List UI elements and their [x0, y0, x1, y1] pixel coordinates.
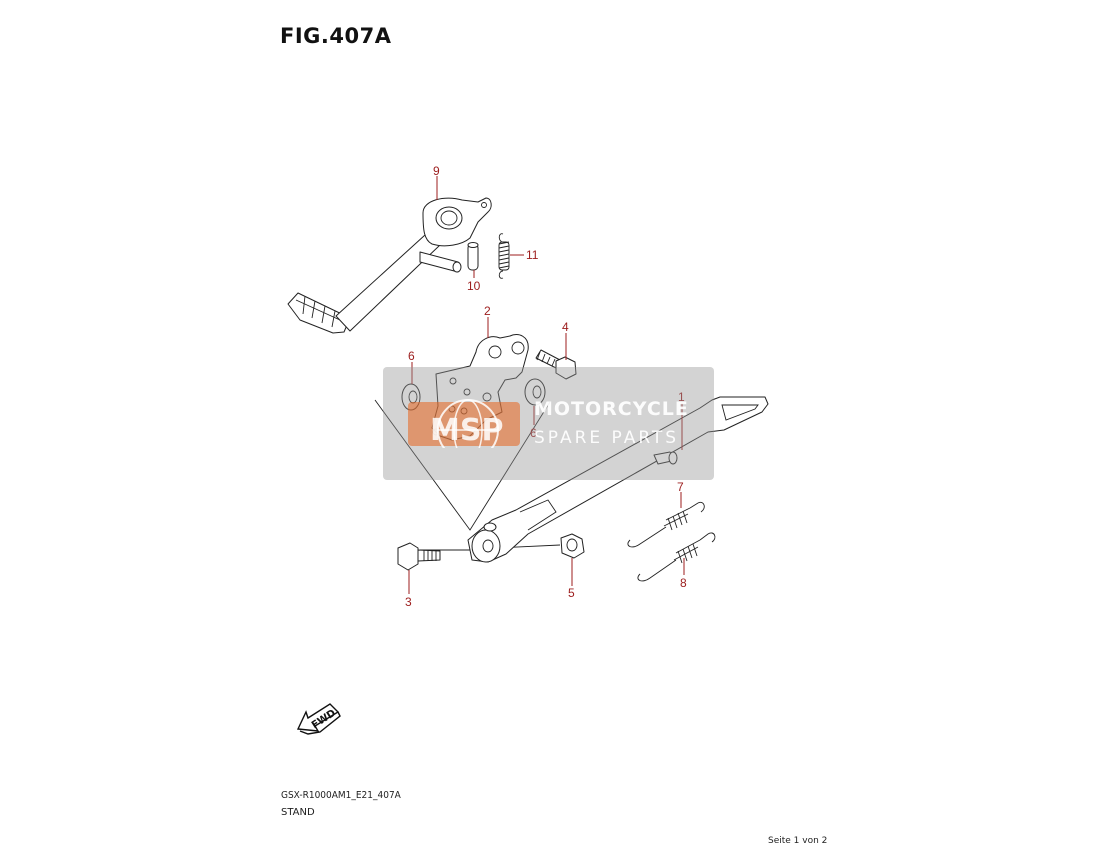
washer-right-part[interactable] — [524, 378, 546, 406]
nut-part[interactable] — [560, 533, 585, 559]
return-spring-part[interactable] — [498, 233, 510, 279]
svg-text:7: 7 — [677, 480, 684, 494]
callout-3: 3 — [405, 570, 412, 609]
svg-text:5: 5 — [568, 586, 575, 600]
svg-text:8: 8 — [680, 576, 687, 590]
svg-text:4: 4 — [562, 320, 569, 334]
svg-text:3: 3 — [405, 595, 412, 609]
callout-10: 10 — [467, 270, 481, 293]
svg-text:6: 6 — [408, 349, 415, 363]
callout-7: 7 — [677, 480, 684, 508]
brake-pedal-part[interactable] — [287, 197, 492, 334]
callout-4: 4 — [562, 320, 569, 360]
stand-spring-lower-part[interactable] — [637, 532, 716, 582]
callout-6a: 6 — [408, 349, 415, 384]
svg-text:6: 6 — [530, 426, 537, 440]
callout-8: 8 — [680, 558, 687, 590]
svg-text:9: 9 — [433, 164, 440, 178]
bolt-part[interactable] — [535, 349, 577, 380]
svg-text:10: 10 — [467, 279, 481, 293]
svg-text:MSP: MSP — [430, 413, 503, 448]
callout-11: 11 — [510, 248, 539, 262]
side-stand-part[interactable] — [467, 396, 769, 563]
watermark-logo: MSP — [408, 399, 520, 448]
callout-5: 5 — [568, 558, 575, 600]
callout-1: 1 — [678, 390, 685, 450]
svg-text:1: 1 — [678, 390, 685, 404]
svg-text:2: 2 — [484, 304, 491, 318]
shoulder-bolt-part[interactable] — [397, 542, 441, 571]
callout-9: 9 — [433, 164, 440, 200]
fwd-arrow-icon: FWD — [296, 703, 341, 735]
watermark-title: MOTORCYCLE — [534, 398, 689, 420]
model-code: GSX-R1000AM1_E21_407A — [281, 790, 401, 801]
page-indicator: Seite 1 von 2 — [768, 836, 828, 846]
callout-6b: 6 — [530, 406, 537, 440]
section-name: STAND — [281, 807, 315, 818]
callout-2: 2 — [484, 304, 491, 338]
stand-spring-upper-part[interactable] — [627, 501, 705, 548]
figure-title: FIG.407A — [280, 24, 392, 48]
svg-text:11: 11 — [526, 248, 539, 262]
watermark-subtitle: SPARE PARTS — [534, 428, 680, 448]
pin-part[interactable] — [467, 242, 479, 271]
